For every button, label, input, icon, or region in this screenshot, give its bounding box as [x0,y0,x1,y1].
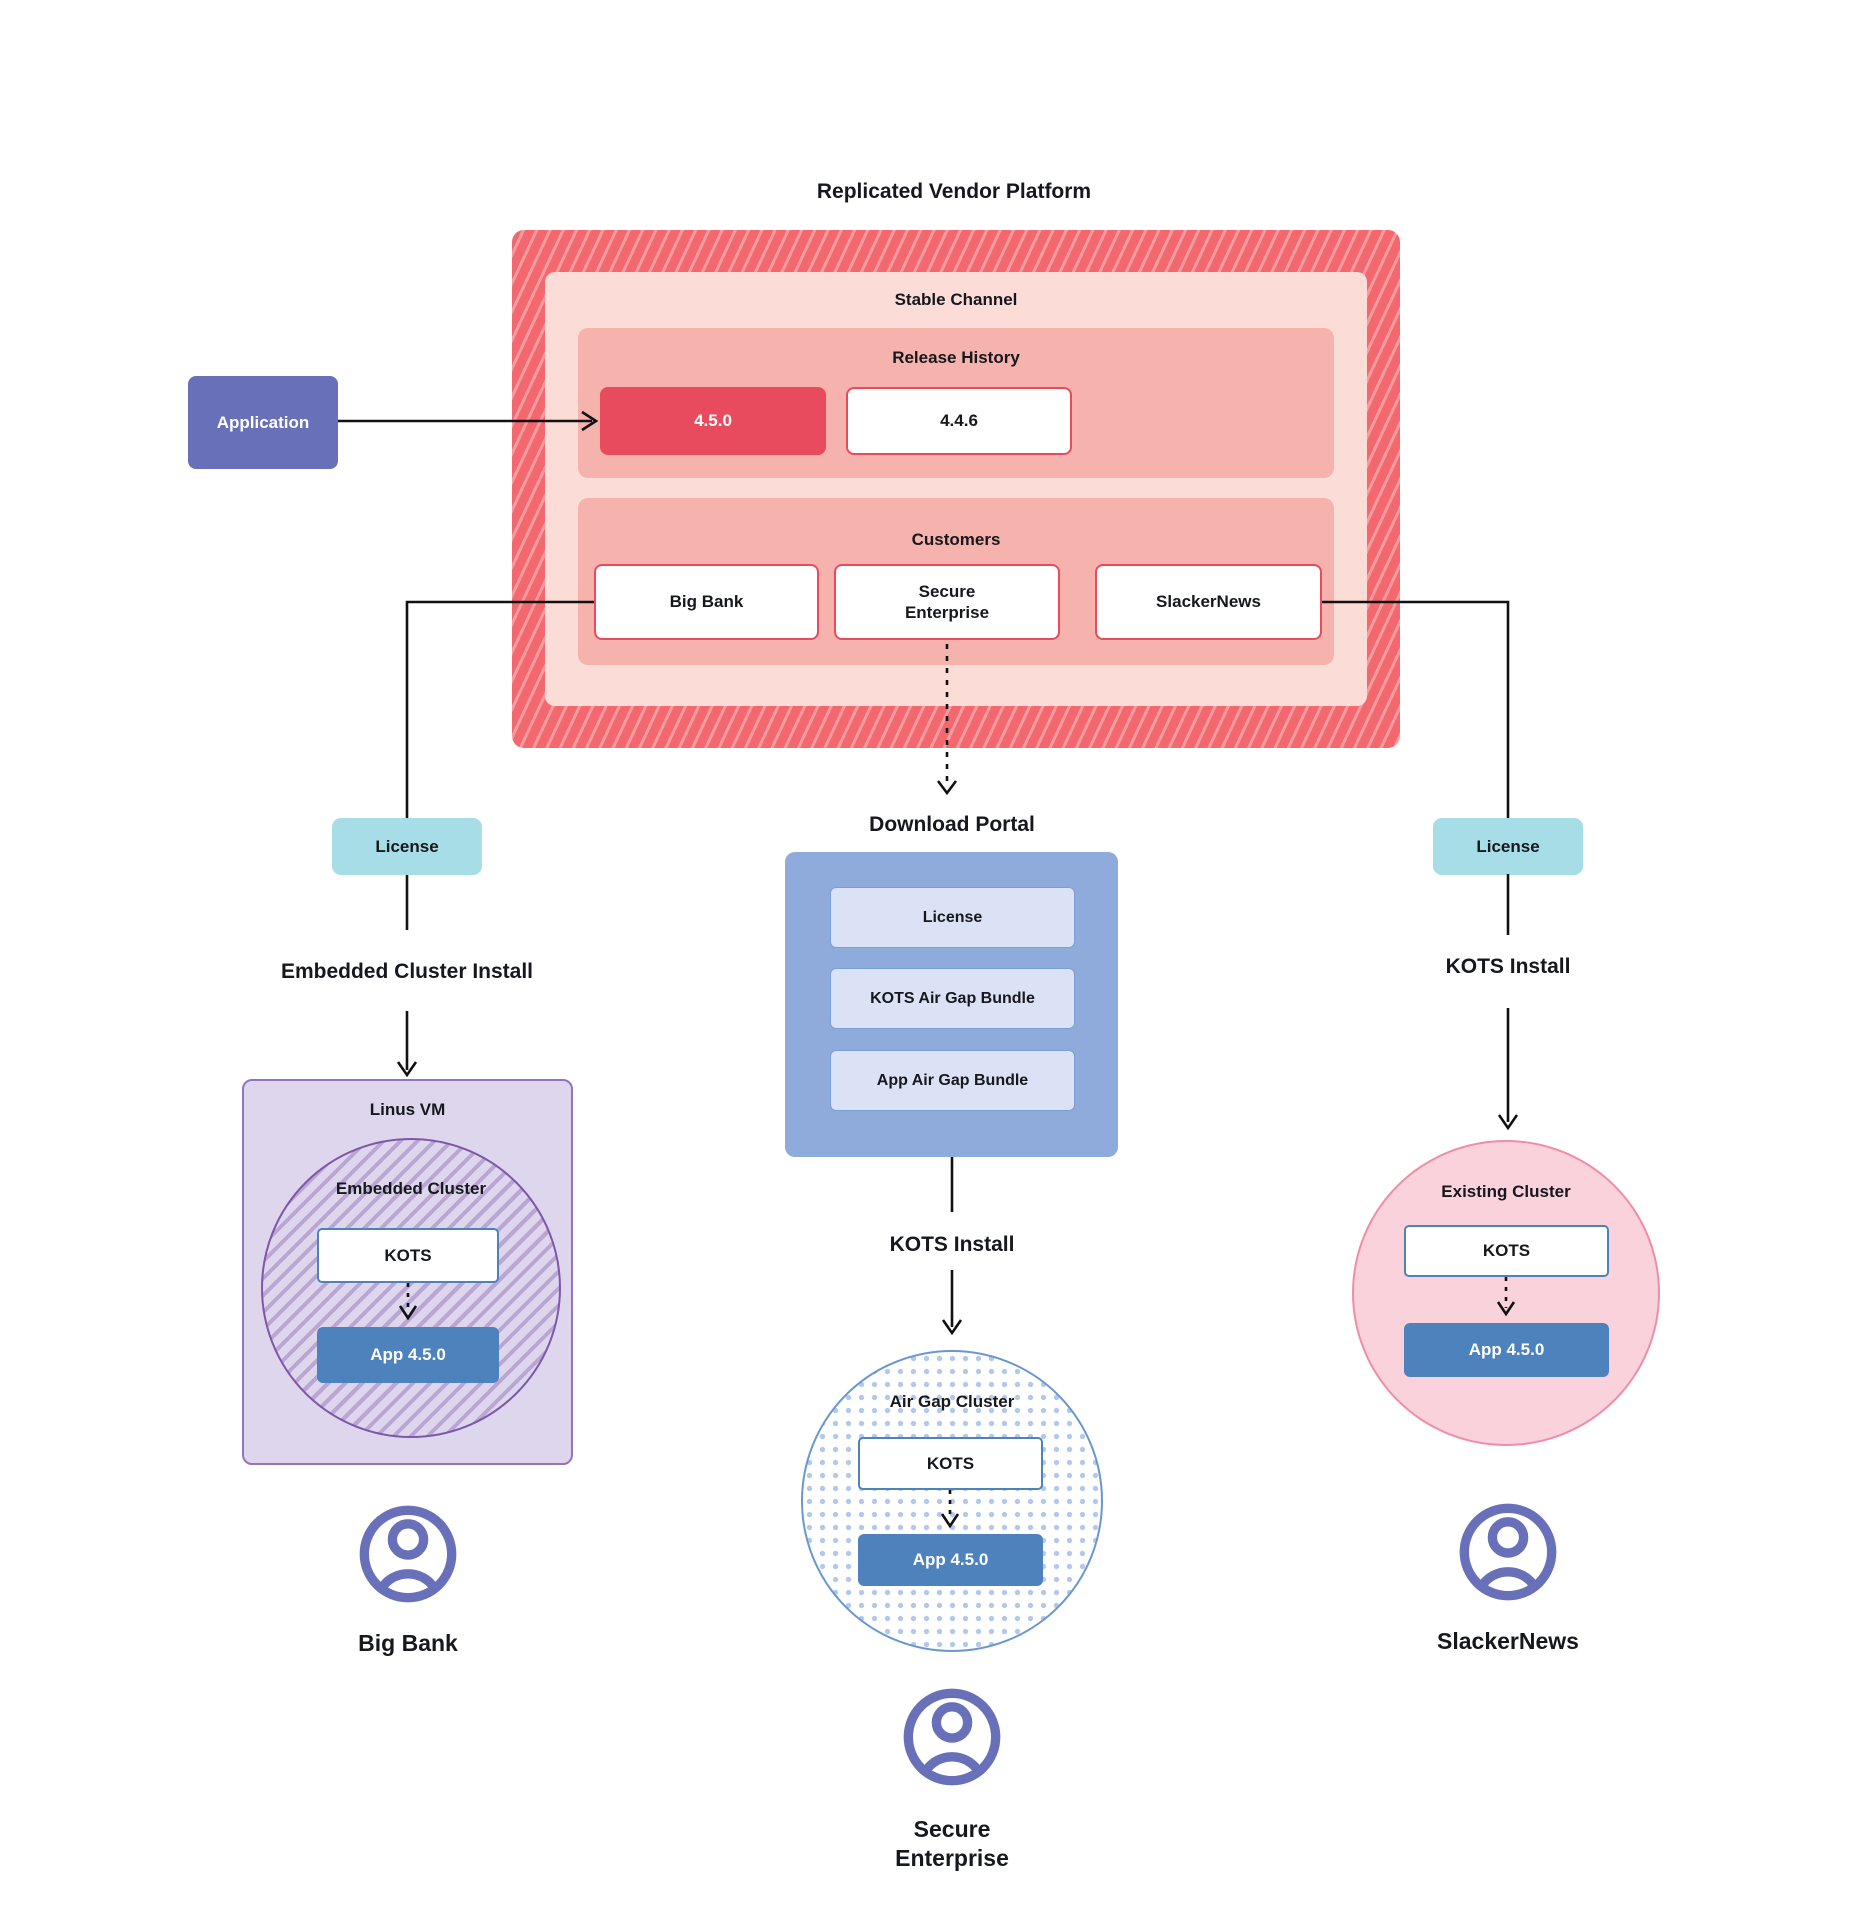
user-icon-slackernews [1459,1503,1557,1601]
customer-secure-enterprise: Secure Enterprise [834,564,1060,640]
app-box-left: App 4.5.0 [317,1327,499,1383]
release-box-current: 4.5.0 [600,387,826,455]
user-icon-secure-enterprise [903,1688,1001,1786]
application-box: Application [188,376,338,469]
user-icon-big-bank [359,1505,457,1603]
air-gap-cluster-circle [801,1350,1103,1652]
embedded-cluster-install-label: Embedded Cluster Install [280,960,534,984]
diagram-title: Replicated Vendor Platform [816,180,1092,203]
air-gap-cluster-label: Air Gap Cluster [889,1392,1015,1411]
kots-box-left: KOTS [317,1228,499,1283]
user-label-big-bank: Big Bank [358,1629,458,1656]
release-history-label: Release History [892,348,1020,367]
license-badge-left: License [332,818,482,875]
kots-install-label-center: KOTS Install [889,1233,1015,1257]
existing-cluster-label: Existing Cluster [1441,1182,1571,1201]
license-badge-right: License [1433,818,1583,875]
user-label-secure-enterprise: Secure Enterprise [802,1814,1102,1874]
download-portal-label: Download Portal [869,813,1035,837]
app-box-right: App 4.5.0 [1404,1323,1609,1377]
user-label-slackernews: SlackerNews [1437,1627,1579,1654]
linus-vm-label: Linus VM [369,1100,446,1119]
stable-channel-label: Stable Channel [894,290,1018,309]
customer-big-bank: Big Bank [594,564,819,640]
release-box-previous: 4.4.6 [846,387,1072,455]
user-label-secure-enterprise-text: Secure Enterprise [895,1816,1009,1871]
kots-box-center: KOTS [858,1437,1043,1490]
customer-slackernews: SlackerNews [1095,564,1322,640]
embedded-cluster-label: Embedded Cluster [335,1179,487,1198]
kots-box-right: KOTS [1404,1225,1609,1277]
portal-item-app-bundle: App Air Gap Bundle [830,1050,1075,1111]
customers-label: Customers [911,530,1001,549]
embedded-cluster-circle [261,1138,561,1438]
portal-item-license: License [830,887,1075,948]
kots-install-label-right: KOTS Install [1445,955,1571,979]
portal-item-kots-bundle: KOTS Air Gap Bundle [830,968,1075,1029]
app-box-center: App 4.5.0 [858,1534,1043,1586]
customer-secure-enterprise-label: Secure Enterprise [904,581,990,622]
